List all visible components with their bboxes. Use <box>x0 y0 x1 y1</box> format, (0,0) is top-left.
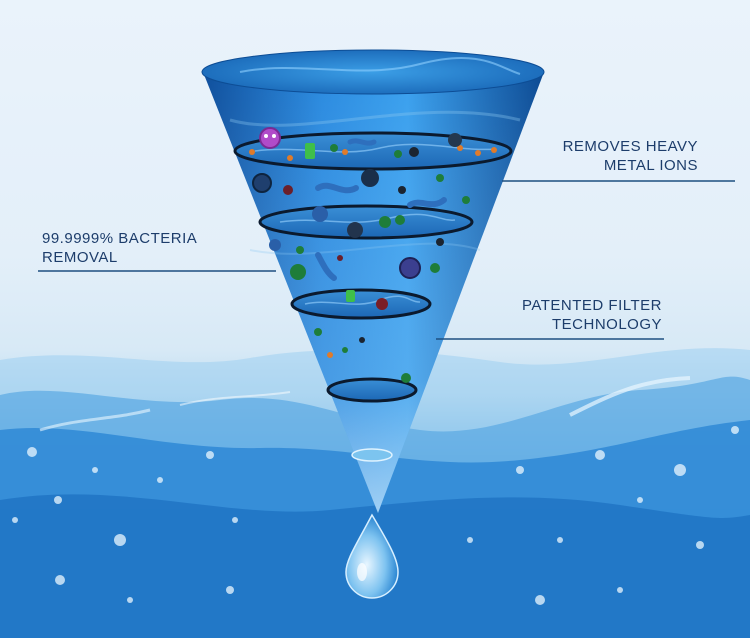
filter-disc-4 <box>326 377 418 403</box>
water-drop-icon <box>345 513 399 599</box>
filter-disc-3 <box>290 288 432 320</box>
contaminant-particles <box>249 127 497 383</box>
filter-label: PATENTED FILTER TECHNOLOGY <box>480 296 662 334</box>
filter-label-line1: PATENTED FILTER <box>521 297 662 314</box>
bacteria-label: 99.9999% BACTERIA REMOVAL <box>42 229 272 267</box>
water-bubbles <box>12 426 739 605</box>
heavy-metal-label-line1: REMOVES HEAVY <box>562 138 698 155</box>
bacteria-label-line1: 99.9999% BACTERIA <box>42 230 198 247</box>
heavy-metal-label: REMOVES HEAVY METAL IONS <box>520 137 698 175</box>
filter-disc-2 <box>258 204 474 240</box>
funnel-top <box>201 49 545 95</box>
bacteria-label-line2: REMOVAL <box>42 249 118 266</box>
heavy-metal-label-line2: METAL IONS <box>603 157 698 174</box>
filter-label-line2: TECHNOLOGY <box>551 316 662 333</box>
filter-disc-5 <box>351 448 393 462</box>
